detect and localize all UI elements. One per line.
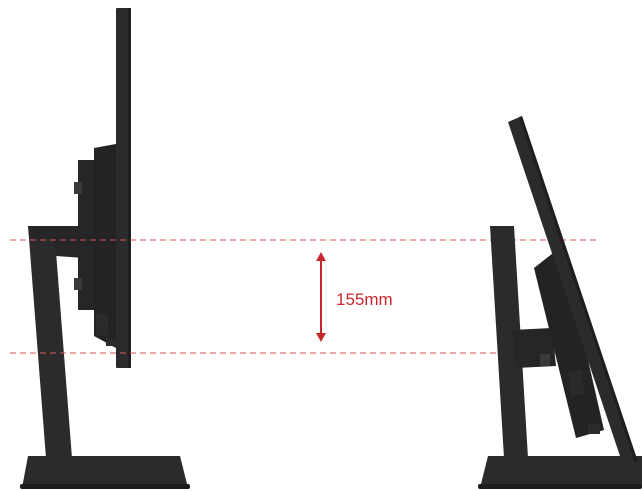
monitor-raised-hinge bbox=[78, 160, 96, 310]
monitor-raised-back-housing bbox=[94, 144, 116, 348]
height-adjustment-label: 155mm bbox=[336, 290, 393, 309]
monitor-raised-base bbox=[22, 456, 188, 488]
adjustment-arrow-icon bbox=[316, 252, 326, 342]
monitor-lowered-stand bbox=[490, 226, 528, 458]
monitor-raised-knob-1 bbox=[74, 182, 82, 194]
monitor-raised-connector bbox=[96, 314, 108, 336]
monitor-raised-base-shadow bbox=[20, 484, 190, 489]
monitor-raised bbox=[20, 8, 190, 489]
monitor-raised-knob-2 bbox=[74, 278, 82, 290]
monitor-lowered-knob bbox=[540, 354, 550, 366]
monitor-lowered-base-shadow bbox=[478, 484, 642, 489]
monitor-lowered bbox=[478, 116, 642, 489]
monitor-lowered-panel bbox=[508, 116, 638, 468]
monitor-raised-port bbox=[106, 338, 118, 346]
monitor-lowered-base bbox=[480, 456, 642, 488]
monitor-raised-panel bbox=[116, 8, 131, 368]
monitor-raised-stand bbox=[28, 226, 72, 458]
monitor-lowered-panel-edge bbox=[519, 116, 638, 463]
monitor-lowered-port bbox=[588, 424, 600, 434]
monitor-lowered-back-housing bbox=[534, 246, 604, 438]
monitor-raised-panel-edge bbox=[128, 8, 131, 368]
monitor-lowered-connector bbox=[568, 370, 584, 396]
monitor-raised-stand-arm bbox=[28, 226, 84, 258]
